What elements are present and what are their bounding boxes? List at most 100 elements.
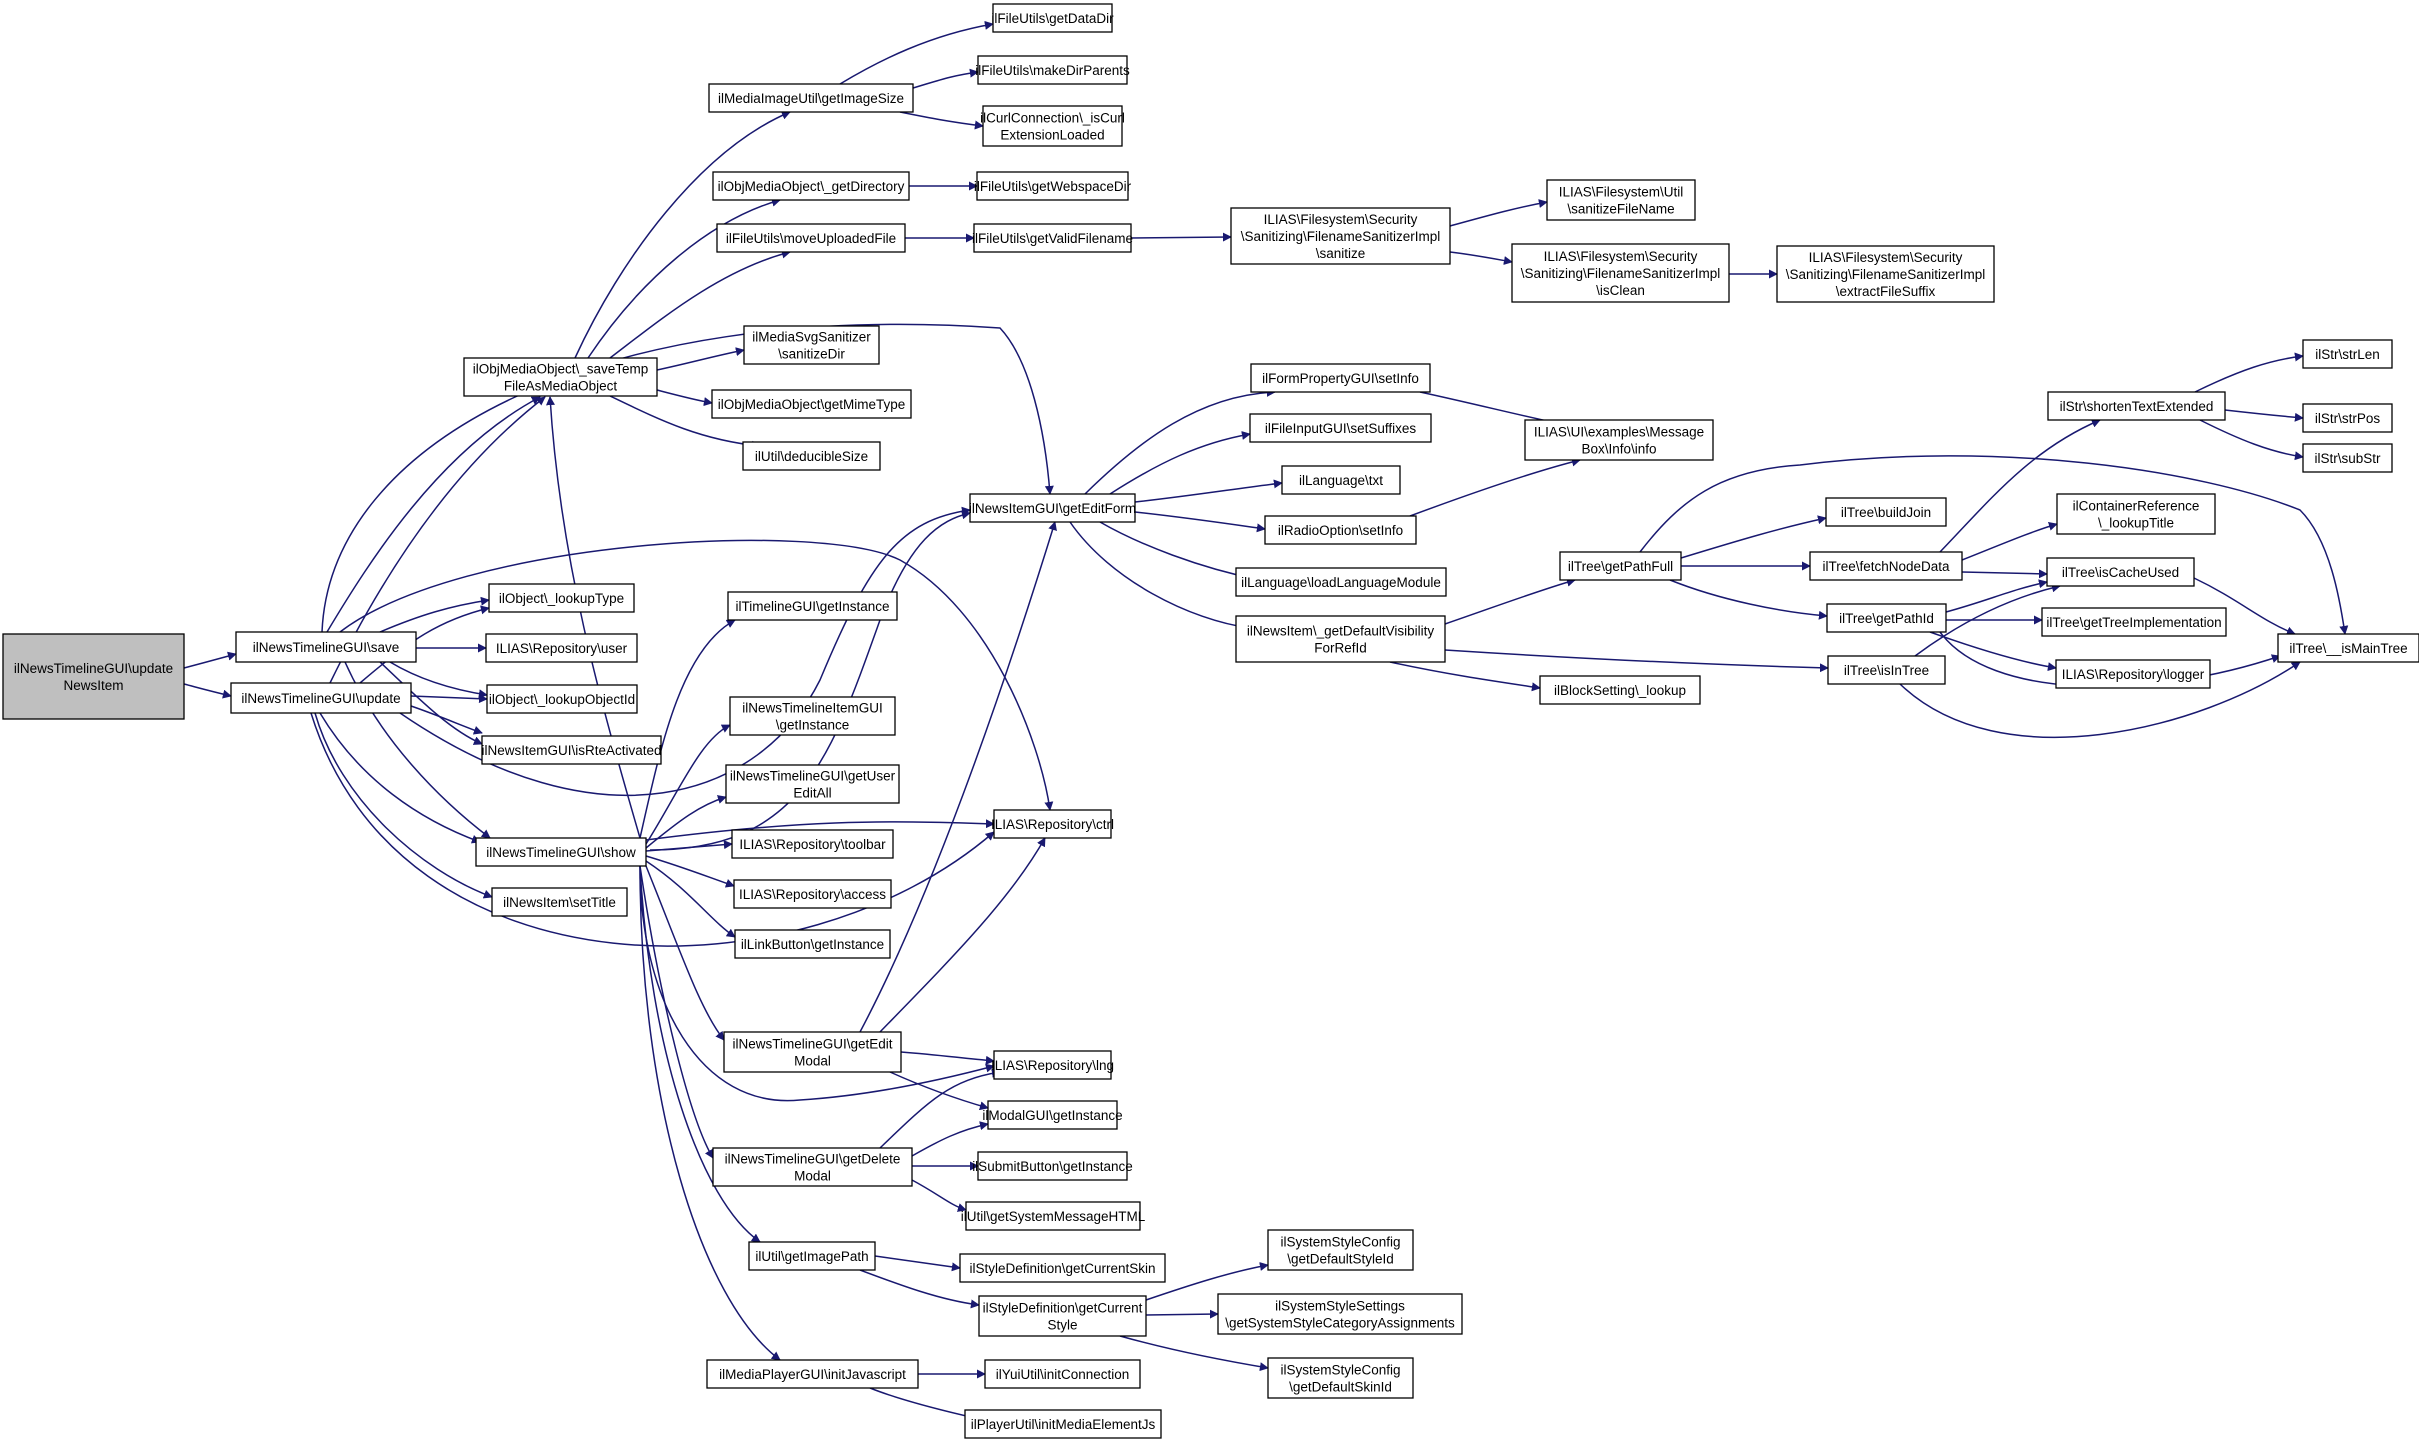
edge-getPathId-to-cacheUsed [1945, 579, 2048, 613]
node-bsLookup[interactable]: ilBlockSetting\_lookup [1539, 675, 1701, 705]
node-label: ilStr\strLen [2315, 347, 2380, 362]
node-update[interactable]: ilNewsTimelineGUI\update [230, 682, 412, 714]
node-sysCatAssign[interactable]: ilSystemStyleSettings\getSystemStyleCate… [1217, 1293, 1463, 1335]
node-save[interactable]: ilNewsTimelineGUI\save [235, 631, 417, 663]
node-ctrl[interactable]: ILIAS\Repository\ctrl [991, 809, 1114, 839]
node-submitInst[interactable]: ilSubmitButton\getInstance [972, 1151, 1133, 1181]
node-show[interactable]: ilNewsTimelineGUI\show [475, 837, 647, 867]
node-box [1230, 207, 1451, 265]
node-treeImpl[interactable]: ilTree\getTreeImplementation [2041, 607, 2227, 637]
node-loadLang[interactable]: ilLanguage\loadLanguageModule [1235, 567, 1447, 597]
node-yuiConn[interactable]: ilYuiUtil\initConnection [984, 1359, 1141, 1389]
edge-deleteModal-to-sysMsg [911, 1179, 967, 1212]
node-pathFull[interactable]: ilTree\getPathFull [1559, 551, 1682, 581]
node-box [977, 1151, 1128, 1181]
node-deducible[interactable]: ilUtil\deducibleSize [742, 441, 881, 471]
edge-sanitize-to-sanitizeFileName [1449, 199, 1548, 227]
node-langTxt[interactable]: ilLanguage\txt [1281, 465, 1401, 495]
node-subStr[interactable]: ilStr\subStr [2302, 443, 2393, 473]
node-modalInst[interactable]: ilModalGUI\getInstance [982, 1100, 1123, 1130]
node-label: ILIAS\Repository\toolbar [739, 837, 886, 852]
node-access[interactable]: ILIAS\Repository\access [733, 879, 892, 909]
node-box [973, 223, 1132, 253]
edge-save-to-isRte [379, 661, 483, 745]
node-timelineInst[interactable]: ilTimelineGUI\getInstance [727, 591, 898, 621]
node-box [708, 83, 914, 113]
node-lookupObjId[interactable]: ilObject\_lookupObjectId [486, 684, 638, 714]
node-validFilename[interactable]: ilFileUtils\getValidFilename [972, 223, 1133, 253]
node-box [2, 633, 185, 720]
node-initJs[interactable]: ilMediaPlayerGUI\initJavascript [706, 1359, 919, 1389]
node-getDirectory[interactable]: ilObjMediaObject\_getDirectory [712, 171, 910, 201]
edge-getEditForm-to-langTxt [1134, 479, 1283, 503]
node-makeDirParents[interactable]: ilFileUtils\makeDirParents [975, 55, 1130, 85]
edge-saveTemp-to-getImageSize [574, 111, 791, 359]
node-box [1217, 1293, 1463, 1335]
node-box [723, 1031, 902, 1073]
edge-save-to-ctrl [339, 539, 1054, 811]
node-lng[interactable]: ILIAS\Repository\lng [991, 1050, 1114, 1080]
node-sysStyleId[interactable]: ilSystemStyleConfig\getDefaultStyleId [1267, 1229, 1414, 1271]
node-isMainTree[interactable]: ilTree\__isMainTree [2277, 633, 2419, 663]
node-box [1524, 419, 1714, 461]
node-saveTemp[interactable]: ilObjMediaObject\_saveTempFileAsMediaObj… [463, 357, 658, 397]
node-label: \sanitize [1316, 246, 1366, 261]
node-getMimeType[interactable]: ilObjMediaObject\getMimeType [711, 389, 912, 419]
node-extractSuffix[interactable]: ILIAS\Filesystem\Security\Sanitizing\Fil… [1776, 245, 1995, 303]
node-getDataDir[interactable]: ilFileUtils\getDataDir [991, 3, 1114, 33]
node-currentSkin[interactable]: ilStyleDefinition\getCurrentSkin [959, 1253, 1166, 1283]
node-getPathId[interactable]: ilTree\getPathId [1826, 603, 1947, 633]
node-mediaElemJs[interactable]: ilPlayerUtil\initMediaElementJs [964, 1409, 1162, 1439]
node-isRte[interactable]: ilNewsItemGUI\isRteActivated [481, 735, 662, 765]
node-logger[interactable]: ILIAS\Repository\logger [2055, 659, 2211, 689]
node-buildJoin[interactable]: ilTree\buildJoin [1825, 497, 1947, 527]
node-webspace[interactable]: ilFileUtils\getWebspaceDir [974, 171, 1132, 201]
node-formSetInfo[interactable]: ilFormPropertyGUI\setInfo [1250, 363, 1431, 393]
node-box [488, 583, 635, 613]
node-isInTree[interactable]: ilTree\isInTree [1827, 655, 1946, 685]
node-svgSanitize[interactable]: ilMediaSvgSanitizer\sanitizeDir [743, 325, 880, 365]
node-imagePath[interactable]: ilUtil\getImagePath [748, 1241, 876, 1271]
node-cacheUsed[interactable]: ilTree\isCacheUsed [2046, 557, 2195, 587]
node-getImageSize[interactable]: ilMediaImageUtil\getImageSize [708, 83, 914, 113]
node-label: ILIAS\Filesystem\Security [1264, 212, 1418, 227]
node-ntItemInst[interactable]: ilNewsTimelineItemGUI\getInstance [729, 696, 896, 736]
node-radioSetInfo[interactable]: ilRadioOption\setInfo [1264, 515, 1417, 545]
node-label: ilUtil\getImagePath [755, 1249, 868, 1264]
node-shortenText[interactable]: ilStr\shortenTextExtended [2047, 391, 2226, 421]
node-label: ilNewsItemGUI\isRteActivated [481, 743, 661, 758]
node-sanitizeFileName[interactable]: ILIAS\Filesystem\Util\sanitizeFileName [1546, 179, 1696, 221]
node-strLen[interactable]: ilStr\strLen [2302, 339, 2393, 369]
node-label: ilNewsItem\_getDefaultVisibility [1247, 624, 1435, 639]
node-fetchNode[interactable]: ilTree\fetchNodeData [1809, 551, 1963, 581]
node-getEditForm[interactable]: ilNewsItemGUI\getEditForm [969, 493, 1136, 523]
node-label: ilLinkButton\getInstance [741, 937, 884, 952]
node-sysSkinId[interactable]: ilSystemStyleConfig\getDefaultSkinId [1267, 1357, 1414, 1399]
node-sanitize[interactable]: ILIAS\Filesystem\Security\Sanitizing\Fil… [1230, 207, 1451, 265]
node-contRefTitle[interactable]: ilContainerReference\_lookupTitle [2056, 493, 2216, 535]
node-lookupType[interactable]: ilObject\_lookupType [488, 583, 635, 613]
node-box [2302, 339, 2393, 369]
node-setSuffixes[interactable]: ilFileInputGUI\setSuffixes [1249, 413, 1432, 443]
node-setTitle[interactable]: ilNewsItem\setTitle [491, 887, 628, 917]
node-linkButton[interactable]: ilLinkButton\getInstance [734, 929, 891, 959]
node-isClean[interactable]: ILIAS\Filesystem\Security\Sanitizing\Fil… [1511, 243, 1730, 303]
node-moveUploaded[interactable]: ilFileUtils\moveUploadedFile [716, 223, 906, 253]
node-box [2277, 633, 2419, 663]
node-toolbar[interactable]: ILIAS\Repository\toolbar [731, 829, 894, 859]
node-label: Style [1047, 1318, 1077, 1333]
edge-getImageSize-to-curl [899, 111, 984, 130]
node-repoUser[interactable]: ILIAS\Repository\user [485, 633, 638, 663]
edge-show-to-editModal [645, 865, 725, 1041]
node-strPos[interactable]: ilStr\strPos [2302, 403, 2393, 433]
node-sysMsg[interactable]: ilUtil\getSystemMessageHTML [961, 1201, 1146, 1231]
